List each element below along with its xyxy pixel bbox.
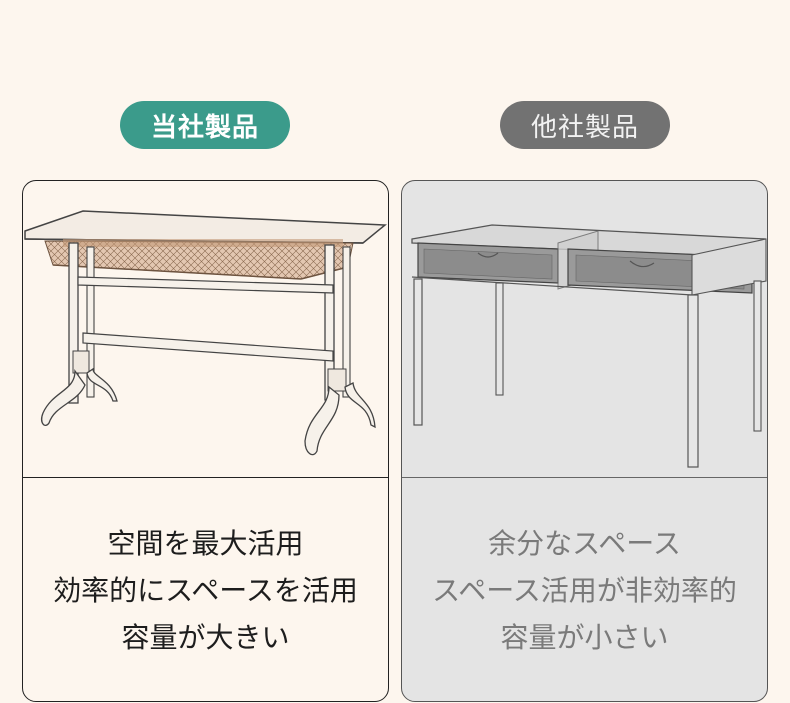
other-product-features: 余分なスペース スペース活用が非効率的 容量が小さい (402, 479, 767, 701)
feature-line: 容量が大きい (121, 620, 290, 654)
desk-with-drawers-image (411, 224, 767, 468)
panel-divider (23, 477, 388, 478)
our-product-badge: 当社製品 (120, 101, 290, 149)
feature-line: 容量が小さい (500, 620, 669, 654)
our-desk-illustration (23, 181, 388, 477)
panel-divider (402, 477, 767, 478)
our-product-panel: 空間を最大活用 効率的にスペースを活用 容量が大きい (22, 180, 389, 702)
feature-line: スペース活用が非効率的 (432, 573, 737, 607)
other-desk-illustration (402, 181, 767, 477)
feature-line: 余分なスペース (488, 526, 681, 560)
other-product-panel: 余分なスペース スペース活用が非効率的 容量が小さい (401, 180, 768, 702)
feature-line: 効率的にスペースを活用 (53, 573, 358, 607)
other-product-badge: 他社製品 (500, 101, 670, 149)
our-product-features: 空間を最大活用 効率的にスペースを活用 容量が大きい (23, 479, 388, 701)
desk-with-mesh-drawer-image (24, 210, 387, 456)
feature-line: 空間を最大活用 (107, 526, 304, 560)
